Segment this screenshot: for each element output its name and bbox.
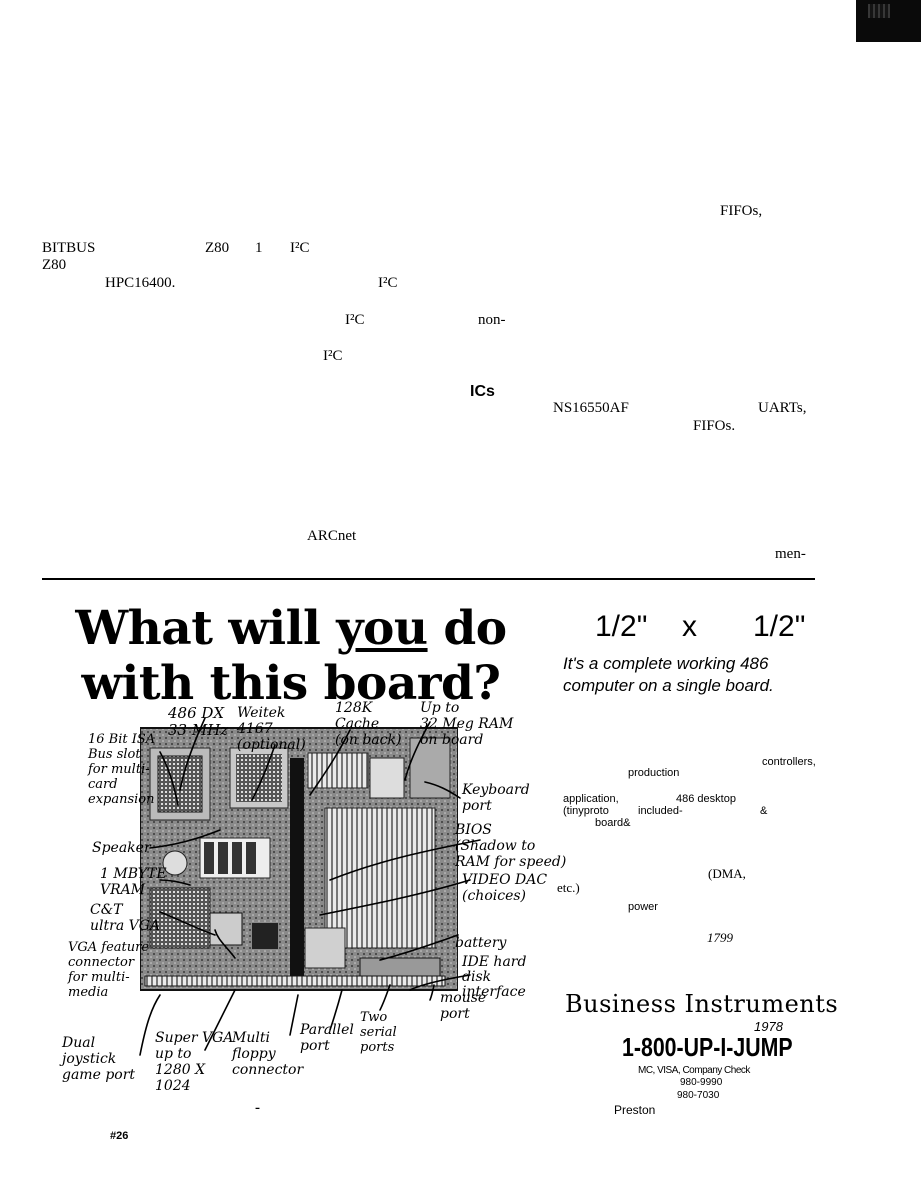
spec-amp: & <box>760 805 768 817</box>
reader-service-number: #26 <box>110 1130 129 1142</box>
corner-scan-block <box>856 0 921 42</box>
motherboard-photo <box>140 727 458 991</box>
brand-name: Business Instruments <box>565 990 839 1018</box>
tagline-line1: It's a complete working 486 <box>563 654 769 673</box>
telephone-2: 980-7030 <box>677 1090 720 1101</box>
text-i2c-4: I²C <box>323 348 343 364</box>
section-divider <box>42 578 815 580</box>
spec-486desktop: 486 desktop <box>676 793 736 805</box>
spec-production: production <box>628 767 680 779</box>
text-men: men- <box>775 546 806 562</box>
spec-price: 1799 <box>707 930 733 945</box>
text-i2c-3: I²C <box>345 312 365 328</box>
spec-power: power <box>628 901 658 913</box>
text-i2c-2: I²C <box>378 275 398 291</box>
annotation-battery: battery <box>455 935 507 951</box>
phone-number[interactable]: 1-800-UP-I-JUMP <box>622 1032 793 1062</box>
text-ics: ICs <box>470 383 495 400</box>
text-ns16550: NS16550AF <box>553 400 629 416</box>
board-dimension-a: 1/2" <box>595 610 648 643</box>
location-preston: Preston <box>614 1103 656 1117</box>
telephone-1: 980-9990 <box>680 1077 723 1088</box>
brand-year: 1978 <box>754 1019 783 1034</box>
text-z80-2: Z80 <box>42 257 67 273</box>
payment-methods: MC, VISA, Company Check <box>638 1065 750 1076</box>
board-dimension-x: x <box>682 610 697 643</box>
text-fifos-top: FIFOs, <box>720 203 763 219</box>
spec-board: board& <box>595 817 631 829</box>
text-i2c-1: I²C <box>290 240 310 256</box>
tagline-line2: computer on a single board. <box>563 676 774 695</box>
spec-controllers: controllers, <box>762 756 816 768</box>
text-z80-1: Z80 <box>205 240 230 256</box>
text-uarts: UARTs, <box>758 400 807 416</box>
dash-mark: - <box>255 1100 260 1116</box>
text-one: 1 <box>255 240 263 256</box>
spec-application: application, <box>563 793 619 805</box>
headline-emphasis: you <box>336 601 428 656</box>
annotation-speaker: Speaker <box>92 840 151 856</box>
spec-tinyproto: (tinyproto <box>563 805 609 817</box>
ad-headline-line2: with this board? <box>81 656 501 711</box>
spec-included: included- <box>638 805 683 817</box>
annotation-video-dac: VIDEO DAC(choices) <box>462 872 548 904</box>
text-non: non- <box>478 312 506 328</box>
spec-etc: etc.) <box>557 880 580 895</box>
text-hpc: HPC16400. <box>105 275 176 291</box>
spec-dma: (DMA, <box>708 866 746 881</box>
text-fifos-2: FIFOs. <box>693 418 736 434</box>
scan-noise <box>868 4 890 18</box>
text-bitbus: BITBUS <box>42 240 96 256</box>
ad-headline-line1: What will you do <box>75 601 507 656</box>
board-dimension-b: 1/2" <box>753 610 806 643</box>
text-arcnet: ARCnet <box>307 528 357 544</box>
